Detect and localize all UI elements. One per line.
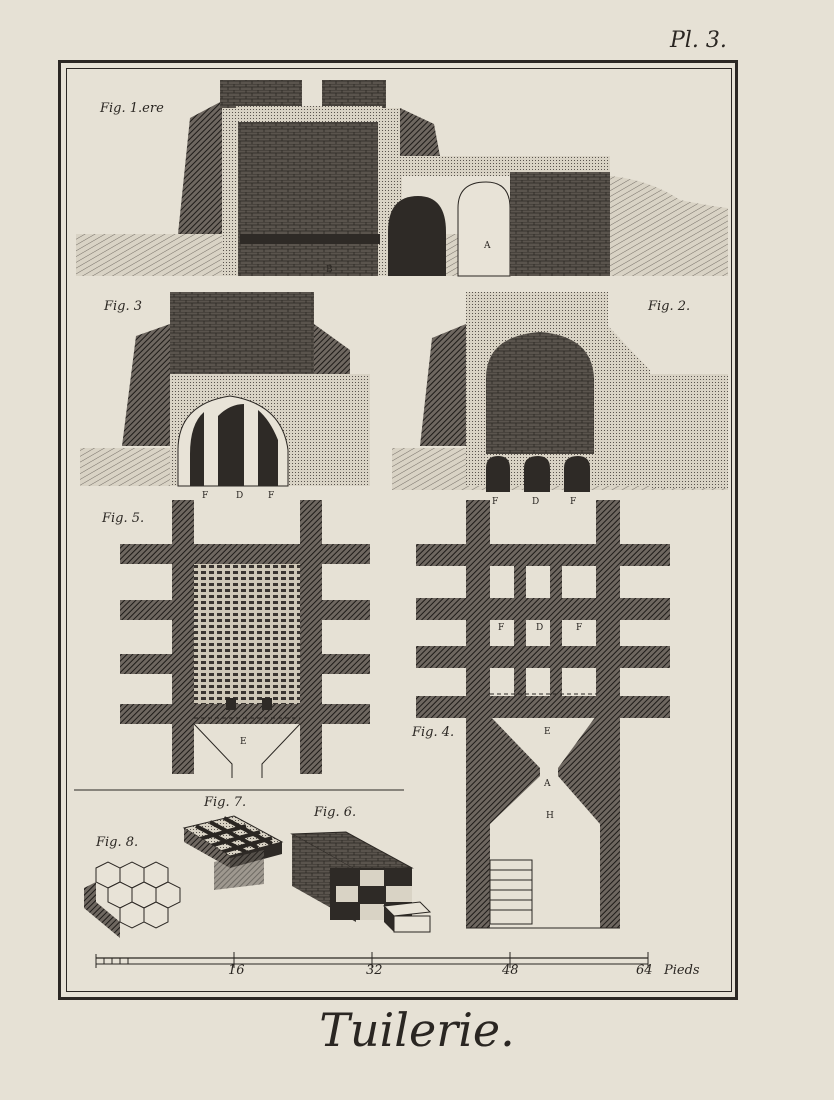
fig2-letter-f1: F bbox=[492, 497, 498, 507]
figure-3-elevation: Fig. 3 F D F bbox=[80, 292, 370, 501]
figure-1-section: Fig. 1.ere A B bbox=[76, 80, 728, 277]
fig2-label: Fig. 2. bbox=[647, 299, 690, 314]
figure-4-plan: Fig. 4. F D F E A H bbox=[411, 500, 670, 929]
plate-frame-outer bbox=[58, 60, 738, 1000]
scale-tick-16: 16 bbox=[228, 963, 245, 978]
fig8-label: Fig. 8. bbox=[95, 835, 138, 850]
fig4-letter-a: A bbox=[543, 779, 551, 789]
fig3-letter-f2: F bbox=[268, 491, 274, 501]
fig4-letter-d: D bbox=[536, 623, 543, 633]
plate-title: Tuilerie. bbox=[319, 1003, 515, 1057]
fig4-letter-f1: F bbox=[498, 623, 504, 633]
scale-tick-48: 48 bbox=[501, 963, 519, 978]
figure-5-plan: Fig. 5. E bbox=[101, 500, 370, 778]
fig1-letter-a: A bbox=[483, 241, 491, 251]
figure-2-section: Fig. 2. F D F bbox=[392, 292, 728, 507]
fig3-letter-d: D bbox=[236, 491, 243, 501]
fig4-letter-f2: F bbox=[576, 623, 582, 633]
fig4-label: Fig. 4. bbox=[411, 725, 454, 740]
fig5-label: Fig. 5. bbox=[101, 511, 144, 526]
fig3-letter-f1: F bbox=[202, 491, 208, 501]
scale-bar: 16 32 48 64 Pieds bbox=[95, 952, 700, 978]
fig4-letter-e: E bbox=[544, 727, 551, 737]
figure-6-block: Fig. 6. bbox=[290, 805, 432, 933]
figure-7-lattice: Fig. 7. bbox=[182, 795, 284, 890]
fig3-label: Fig. 3 bbox=[103, 299, 142, 314]
fig2-letter-f2: F bbox=[570, 497, 576, 507]
fig1-letter-b: B bbox=[326, 265, 333, 275]
fig4-letter-h: H bbox=[546, 811, 554, 821]
plate-frame-inner bbox=[66, 68, 732, 992]
fig5-letter-e: E bbox=[240, 737, 247, 747]
fig6-label: Fig. 6. bbox=[313, 805, 356, 820]
fig1-label: Fig. 1.ere bbox=[99, 101, 164, 116]
figure-8-hex-tiles: Fig. 8. bbox=[84, 835, 181, 938]
scale-unit: Pieds bbox=[663, 963, 700, 978]
fig2-letter-d: D bbox=[532, 497, 539, 507]
plate-number: Pl. 3. bbox=[670, 28, 727, 53]
scale-tick-32: 32 bbox=[366, 963, 383, 978]
scale-tick-64: 64 bbox=[636, 963, 653, 978]
fig7-label: Fig. 7. bbox=[203, 795, 246, 810]
